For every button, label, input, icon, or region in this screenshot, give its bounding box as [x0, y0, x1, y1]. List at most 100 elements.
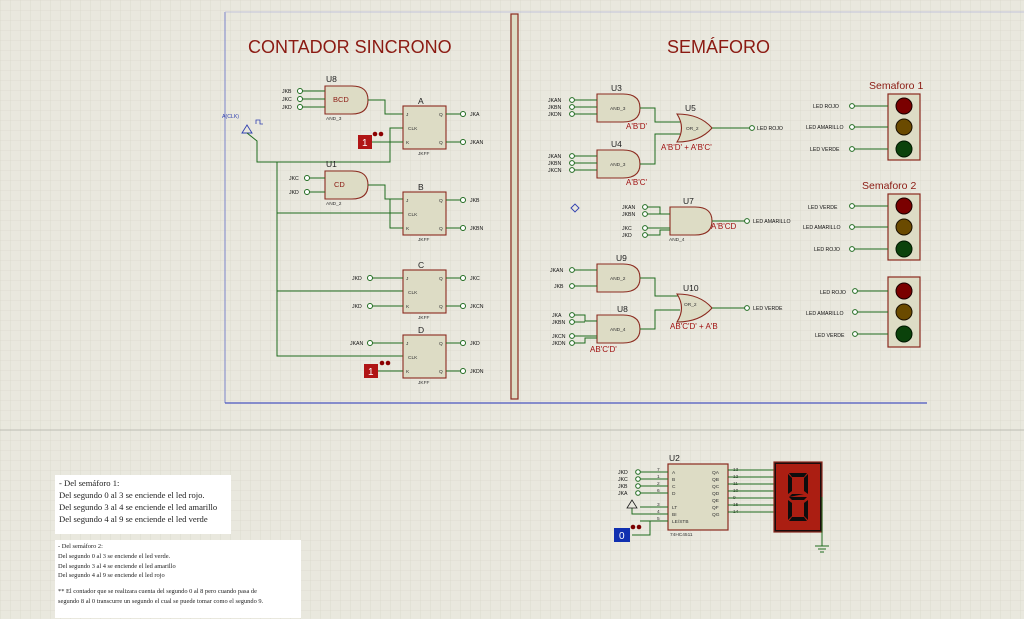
display-digit: 8 [798, 525, 799, 527]
svg-text:QD: QD [712, 491, 720, 497]
ff-b[interactable] [402, 191, 447, 236]
svg-text:OR_2: OR_2 [684, 302, 697, 308]
svg-text:QC: QC [712, 484, 720, 490]
svg-text:LED VERDE: LED VERDE [810, 147, 840, 153]
svg-text:JKC: JKC [622, 226, 632, 232]
svg-text:A: A [672, 470, 676, 476]
u10-or-gate[interactable] [675, 293, 713, 323]
svg-text:LT: LT [672, 505, 677, 511]
ff-d[interactable] [402, 334, 447, 379]
svg-text:JKC: JKC [470, 276, 480, 282]
logic-one-d[interactable]: 1 [364, 360, 391, 378]
svg-text:JKB: JKB [470, 198, 480, 204]
svg-text:6: 6 [657, 488, 660, 494]
svg-text:QB: QB [712, 477, 719, 483]
svg-text:J: J [406, 341, 409, 347]
svg-text:CLK: CLK [408, 290, 418, 296]
svg-text:LED ROJO: LED ROJO [814, 247, 840, 253]
svg-text:U4: U4 [611, 139, 622, 149]
section-divider [510, 13, 519, 400]
svg-text:JKDN: JKDN [470, 369, 484, 375]
svg-text:JKAN: JKAN [548, 98, 562, 104]
svg-text:JKBN: JKBN [622, 212, 636, 218]
svg-text:Q: Q [439, 276, 443, 282]
svg-text:A'B'D' + A'B'C': A'B'D' + A'B'C' [661, 143, 712, 152]
svg-text:4: 4 [657, 509, 660, 515]
svg-text:C: C [672, 484, 676, 490]
svg-text:JKA: JKA [470, 112, 480, 118]
svg-text:JKC: JKC [618, 477, 628, 483]
svg-text:JKC: JKC [289, 176, 299, 182]
svg-text:U10: U10 [683, 283, 699, 293]
svg-text:JKD: JKD [352, 304, 362, 310]
svg-text:JKFF: JKFF [418, 151, 430, 157]
semaforo3-amber-led [895, 303, 913, 321]
svg-text:LED AMARILLO: LED AMARILLO [753, 219, 790, 225]
svg-text:LED VERDE: LED VERDE [808, 205, 838, 211]
svg-text:A'B'CD: A'B'CD [711, 222, 737, 231]
svg-text:JKAN: JKAN [548, 154, 562, 160]
ff-c-name: C [418, 260, 424, 270]
svg-text:LED VERDE: LED VERDE [753, 306, 783, 312]
svg-text:JKCN: JKCN [470, 304, 484, 310]
ff-b-name: B [418, 182, 424, 192]
probe-marker[interactable] [570, 203, 580, 213]
svg-text:JKD: JKD [618, 470, 628, 476]
svg-text:LED AMARILLO: LED AMARILLO [803, 225, 840, 231]
svg-text:JKFF: JKFF [418, 237, 430, 243]
svg-text:LED AMARILLO: LED AMARILLO [806, 125, 843, 131]
logic-one-a[interactable]: 1 [358, 131, 384, 149]
svg-text:LED VERDE: LED VERDE [815, 333, 845, 339]
ff-c[interactable] [402, 269, 447, 314]
svg-text:U3: U3 [611, 83, 622, 93]
svg-text:2: 2 [657, 481, 660, 487]
note-semaforo-2: - Del semáforo 2: Del segundo 0 al 3 se … [55, 540, 301, 618]
svg-text:JKD: JKD [622, 233, 632, 239]
svg-text:LE/STB: LE/STB [672, 519, 689, 525]
svg-text:Q: Q [439, 140, 443, 146]
svg-text:K: K [406, 140, 410, 146]
clock-source-decoder[interactable] [626, 499, 638, 509]
u5-or-gate[interactable] [675, 113, 713, 143]
svg-text:JKD: JKD [289, 190, 299, 196]
svg-text:JKBN: JKBN [552, 320, 566, 326]
svg-text:A'B'D': A'B'D' [626, 122, 648, 131]
semaforo1-green-led [895, 140, 913, 158]
ff-d-name: D [418, 325, 424, 335]
svg-text:AND_2: AND_2 [326, 201, 342, 207]
svg-text:JKDN: JKDN [548, 112, 562, 118]
semaforo1-amber-led [895, 118, 913, 136]
svg-text:JKC: JKC [282, 97, 292, 103]
svg-text:AND_3: AND_3 [610, 106, 626, 112]
svg-text:JKCN: JKCN [552, 334, 566, 340]
svg-text:U7: U7 [683, 196, 694, 206]
u1-and-gate[interactable] [324, 170, 369, 200]
svg-text:JKFF: JKFF [418, 380, 430, 386]
u1-ref: U1 [326, 159, 337, 169]
svg-text:JKD: JKD [470, 341, 480, 347]
semaforo3-red-led [895, 282, 913, 300]
svg-text:D: D [672, 491, 676, 497]
svg-text:JKBN: JKBN [470, 226, 484, 232]
svg-text:Q: Q [439, 198, 443, 204]
u8-sub: AND_3 [326, 116, 342, 122]
semaforo2-red-led [895, 197, 913, 215]
svg-text:U8: U8 [617, 304, 628, 314]
svg-text:CLK: CLK [408, 355, 418, 361]
svg-text:LED ROJO: LED ROJO [757, 126, 783, 132]
logic-zero[interactable]: 0 [614, 524, 642, 542]
semaforo1-red-led [895, 97, 913, 115]
svg-text:CLK: CLK [408, 126, 418, 132]
u8-text: BCD [333, 95, 349, 104]
svg-text:J: J [406, 112, 409, 118]
semaforo2-title: Semaforo 2 [862, 180, 916, 192]
decoder-74hc4511[interactable] [667, 463, 729, 531]
svg-text:AB'C'D': AB'C'D' [590, 345, 617, 354]
svg-text:1: 1 [657, 474, 660, 480]
ff-a[interactable] [402, 105, 447, 150]
svg-text:AB'C'D' + A'B: AB'C'D' + A'B [670, 322, 718, 331]
u7-and-gate[interactable] [669, 206, 713, 236]
svg-text:K: K [406, 226, 410, 232]
svg-text:AND_2: AND_2 [610, 276, 626, 282]
